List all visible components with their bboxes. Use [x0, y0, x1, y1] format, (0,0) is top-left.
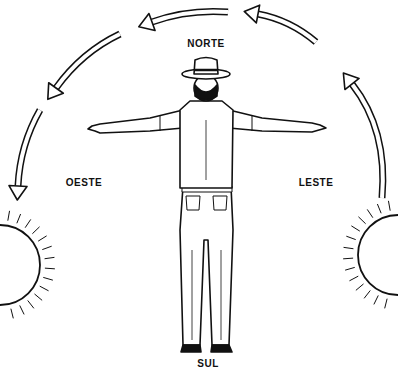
sleeve-edge: [160, 115, 161, 131]
sun-ray: [349, 276, 358, 281]
arrow-inner: [258, 14, 316, 42]
arrow-outline: [258, 14, 316, 42]
arrow-outline: [352, 84, 383, 198]
direction-label: OESTE: [66, 178, 102, 188]
sun-ray: [358, 217, 365, 224]
back-pocket: [213, 196, 227, 210]
trousers: [180, 186, 233, 345]
sun-ray: [8, 211, 10, 221]
arrow-head: [139, 14, 155, 31]
sun-ray: [32, 227, 39, 234]
sun-ray: [345, 267, 355, 270]
direction-label: SUL: [197, 359, 219, 369]
shoe: [181, 345, 201, 352]
arrow-head: [48, 83, 63, 100]
arrow-outline: [152, 11, 228, 22]
sun-ray: [34, 294, 42, 300]
sun-ray: [374, 295, 378, 304]
sun-ray: [377, 204, 381, 213]
sun-ray: [346, 236, 355, 239]
sun-ray: [40, 286, 49, 291]
sun-ray: [45, 257, 55, 258]
back-pocket: [186, 196, 200, 210]
sun-ray: [351, 226, 359, 231]
sun-ray: [42, 246, 51, 249]
arrow-outline: [18, 110, 40, 186]
trouser-crease: [221, 250, 222, 340]
hair: [195, 85, 217, 100]
sun-ray: [38, 236, 46, 241]
sun-path-arrows: [9, 5, 383, 200]
sun-ray: [385, 299, 387, 309]
sun-ray: [28, 300, 34, 308]
direction-label: NORTE: [187, 39, 225, 49]
sleeve-edge: [252, 115, 253, 131]
arrow-head: [244, 5, 259, 23]
hat-crown: [194, 58, 218, 75]
sun-ray: [364, 290, 370, 298]
shirt-fold: [206, 120, 207, 180]
arrow-head: [9, 186, 27, 200]
sun-ray: [11, 309, 13, 319]
hat-band: [195, 69, 218, 72]
direction-label: LESTE: [299, 178, 334, 188]
arrow-inner: [18, 110, 40, 186]
left-arm: [88, 110, 183, 133]
sun-ray: [343, 258, 353, 260]
sun-ray: [43, 277, 53, 280]
arrow-head: [343, 73, 359, 90]
man-figure: [88, 58, 326, 353]
trouser-crease: [192, 250, 193, 340]
arrow-inner: [352, 84, 383, 198]
sun-ray: [356, 284, 364, 290]
sun: [358, 215, 398, 295]
arrow-inner: [152, 11, 228, 22]
sun-ray: [388, 201, 390, 211]
sun-ray: [17, 214, 21, 223]
sun-ray: [20, 305, 24, 314]
shirt: [180, 101, 233, 188]
sun-ray: [367, 209, 373, 217]
sun-ray: [344, 247, 354, 248]
arrow-outline: [56, 34, 120, 88]
right-arm: [229, 110, 326, 132]
sun-ray: [25, 219, 31, 227]
sun: [0, 225, 40, 305]
arrow-inner: [56, 34, 120, 88]
sun-ray: [45, 268, 55, 270]
shoe: [211, 345, 232, 352]
